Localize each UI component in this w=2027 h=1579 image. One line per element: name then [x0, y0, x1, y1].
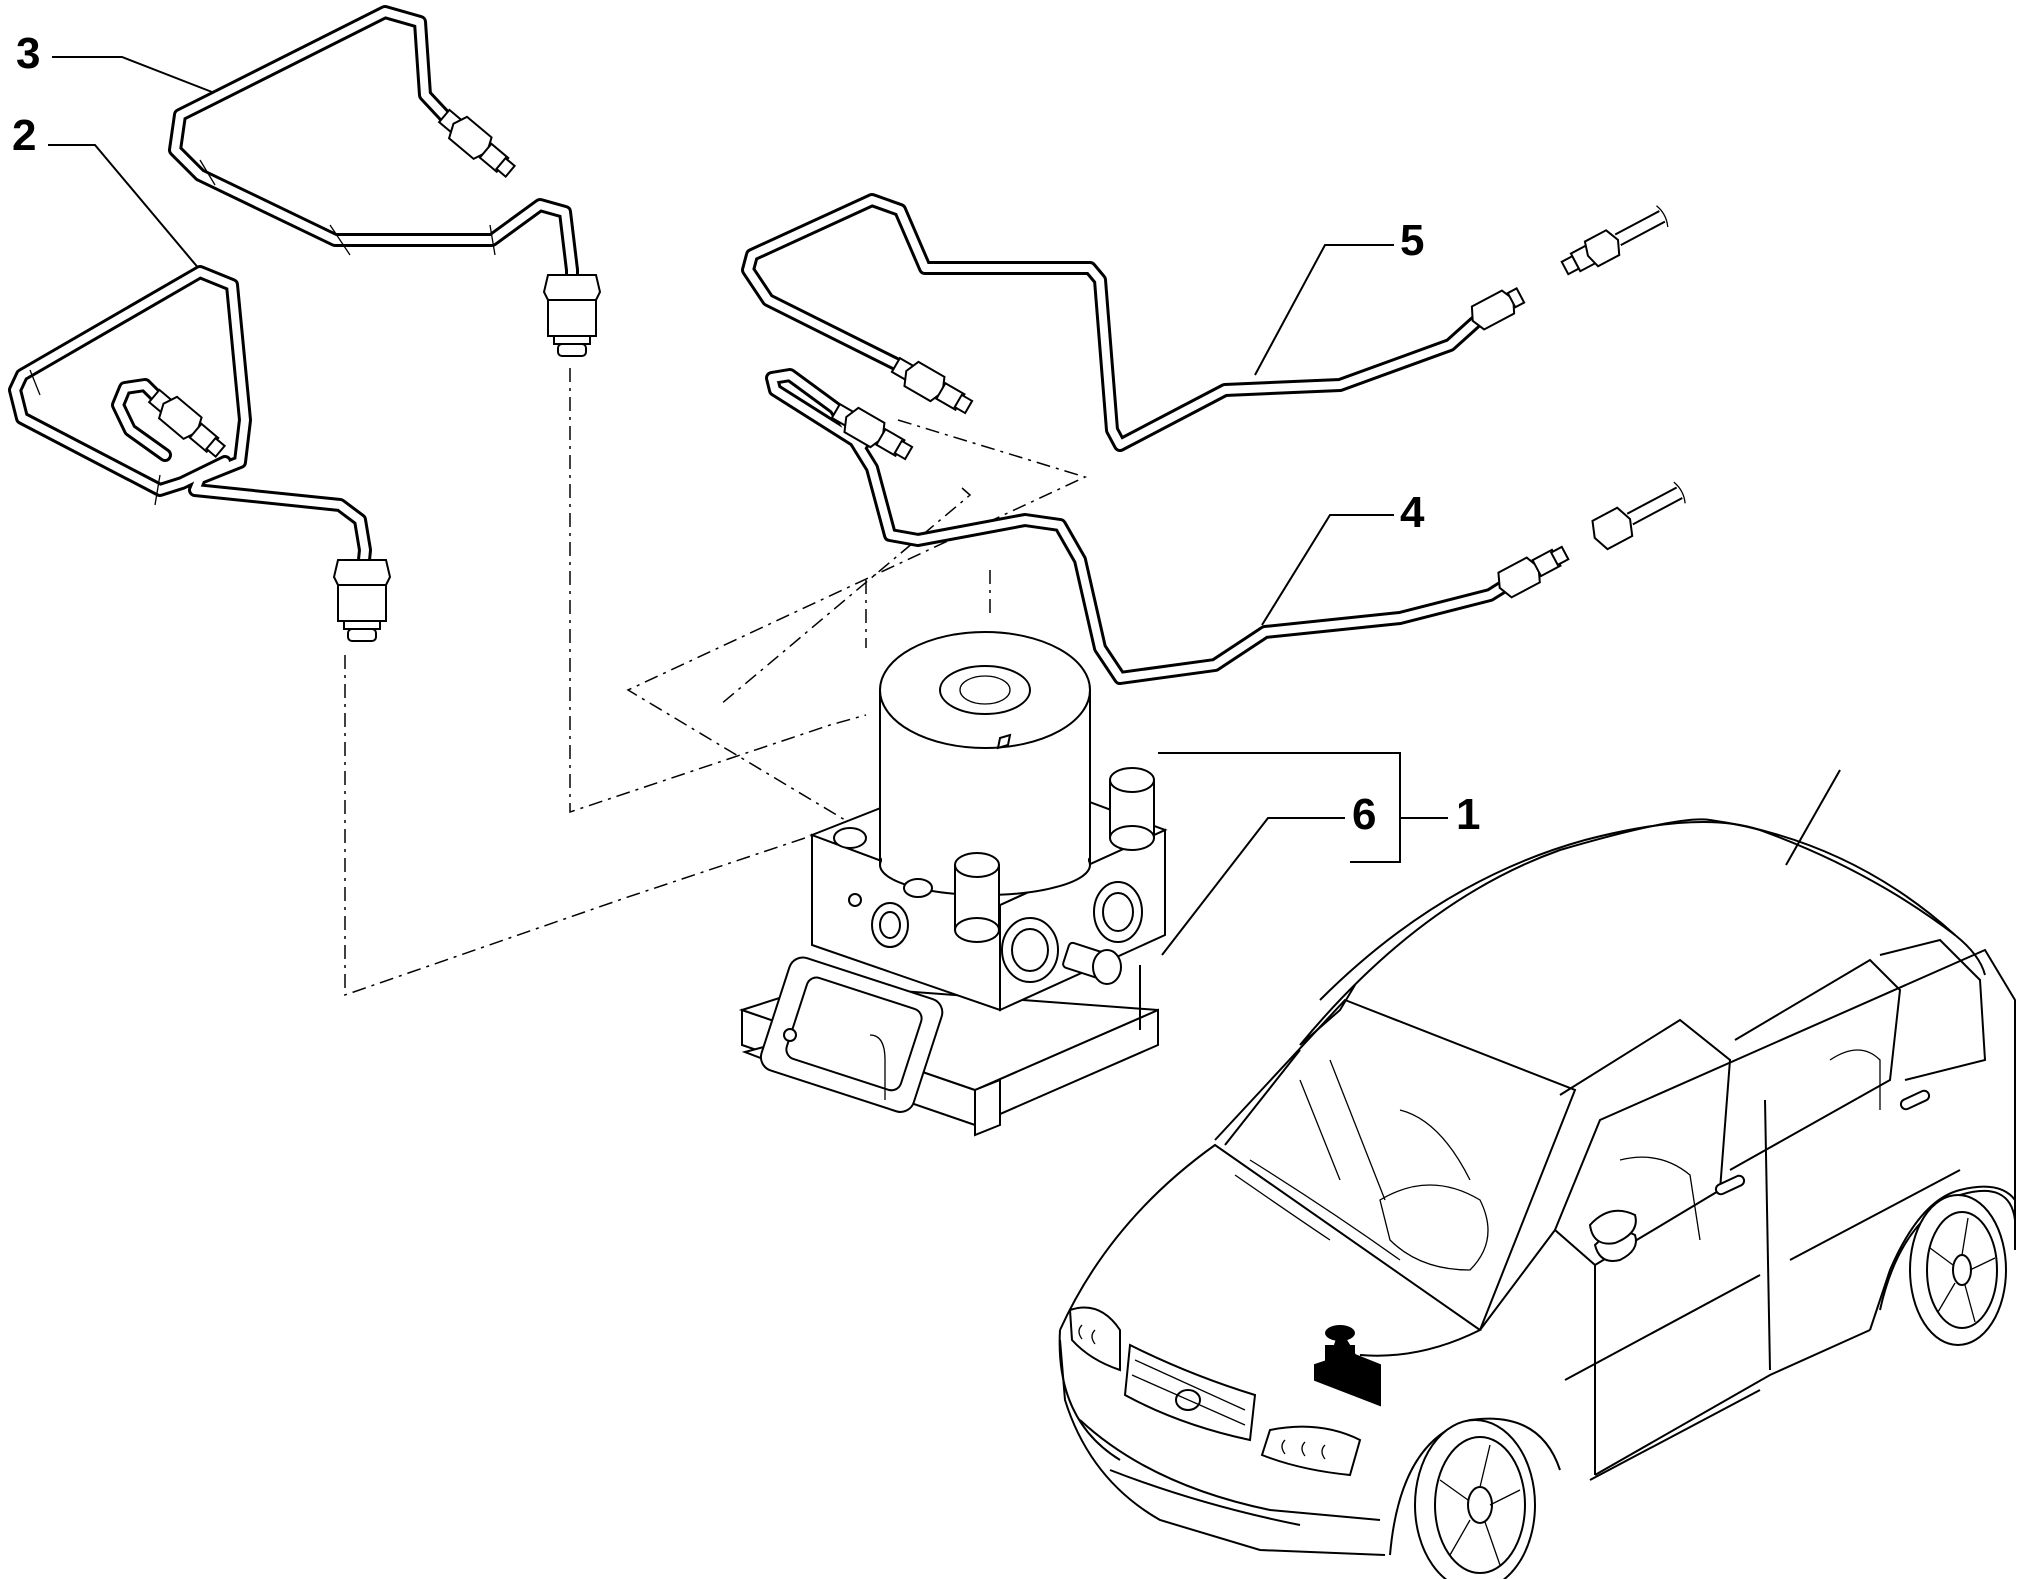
leader-lines	[48, 56, 1841, 956]
brake-pipe-2	[8, 265, 392, 642]
callout-3: 3	[16, 29, 40, 78]
callout-2: 2	[12, 111, 36, 160]
callout-5: 5	[1400, 216, 1424, 265]
brake-pipe-5	[741, 193, 1669, 452]
callout-6: 6	[1352, 790, 1376, 839]
brake-pipe-3	[168, 5, 602, 357]
brake-pipe-4	[765, 368, 1686, 685]
assembly-dash-lines	[344, 368, 1088, 997]
abs-hydraulic-modulator-icon	[738, 631, 1168, 1137]
car-location-icon	[1058, 818, 2016, 1579]
callout-1: 1	[1456, 790, 1480, 839]
callout-4: 4	[1400, 488, 1425, 537]
